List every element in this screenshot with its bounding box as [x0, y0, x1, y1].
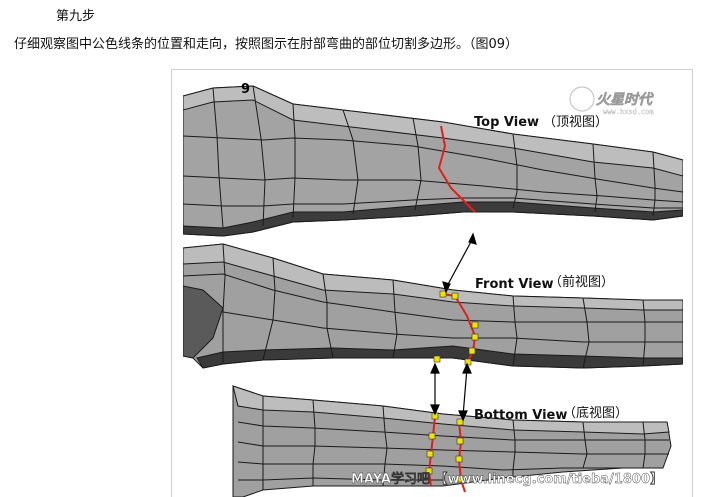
top-view-cut-line — [437, 125, 476, 213]
view-arrows — [430, 232, 477, 422]
instruction-text: 仔细观察图中公色线条的位置和走向，按照图示在肘部弯曲的部位切割多边形。（图09） — [14, 37, 519, 52]
front-view-vertices — [433, 290, 479, 366]
figure-number: 9 — [241, 82, 250, 97]
bottom-view-label: Bottom View — [474, 408, 567, 423]
top-view-label-cn: （顶视图） — [543, 115, 608, 130]
top-view-mesh — [183, 85, 683, 237]
bottom-view-mesh — [232, 385, 672, 497]
front-view-label: Front View — [475, 277, 554, 292]
bottom-view-label-cn: （底视图） — [563, 405, 628, 421]
front-view-mesh — [183, 243, 683, 369]
top-view-label: Top View — [474, 115, 539, 130]
figure-09-image[interactable]: 9 Top View （顶视图） Front View （前视图） Bottom… — [183, 76, 683, 497]
logo-url: www.hxsd.com — [603, 108, 654, 116]
bottom-view-vertices — [425, 412, 465, 483]
logo-brand: 火星时代 — [596, 92, 654, 108]
watermark: MAYA学习吧 【www.linecg.com/tieba/1800】 — [351, 471, 663, 487]
front-view-label-cn: （前视图） — [549, 274, 614, 290]
step-title: 第九步 — [56, 9, 96, 24]
hxsd-logo: 火星时代 www.hxsd.com — [569, 86, 654, 116]
